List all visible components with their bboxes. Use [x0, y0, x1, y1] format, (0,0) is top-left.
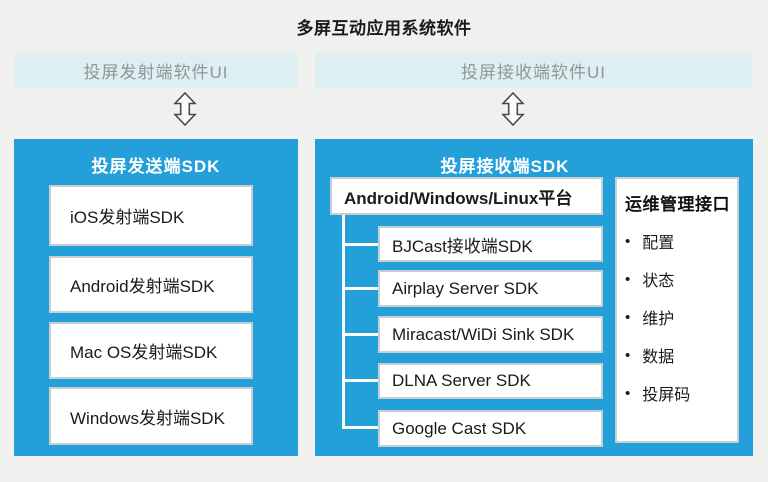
sdk-box-label: Google Cast SDK: [392, 418, 527, 438]
sdk-box-label: Mac OS发射端SDK: [70, 343, 218, 362]
ops-item-maintenance: • 维护: [625, 305, 737, 329]
platform-box: Android/Windows/Linux平台: [330, 177, 603, 215]
sdk-box-macos-sender: Mac OS发射端SDK: [49, 322, 253, 379]
bullet-icon: •: [625, 232, 631, 250]
sender-ui-banner-label: 投屏发射端软件UI: [83, 63, 229, 82]
tree-branch-line: [342, 333, 378, 336]
sdk-box-label: iOS发射端SDK: [70, 208, 185, 227]
ops-panel-title: 运维管理接口: [625, 195, 730, 214]
receiver-ui-banner-label: 投屏接收端软件UI: [461, 63, 606, 82]
ops-item-label: 投屏码: [642, 387, 691, 404]
bullet-icon: •: [625, 384, 631, 402]
sender-sdk-panel-title: 投屏发送端SDK: [91, 157, 221, 176]
ops-item-label: 状态: [642, 273, 675, 290]
updown-arrow-icon: [173, 92, 197, 126]
sdk-box-label: Android发射端SDK: [70, 277, 215, 296]
tree-branch-line: [342, 287, 378, 290]
sdk-box-windows-sender: Windows发射端SDK: [49, 387, 253, 445]
receiver-ui-banner: 投屏接收端软件UI: [315, 53, 752, 88]
tree-trunk-line: [342, 215, 345, 428]
platform-box-label: Android/Windows/Linux平台: [344, 188, 573, 208]
diagram-title: 多屏互动应用系统软件: [296, 19, 472, 38]
sdk-box-google-cast: Google Cast SDK: [378, 410, 603, 447]
sdk-box-label: Windows发射端SDK: [70, 408, 225, 428]
ops-item-data: • 数据: [625, 343, 737, 367]
ops-item-label: 数据: [642, 349, 675, 366]
sdk-box-dlna-server: DLNA Server SDK: [378, 363, 603, 399]
ops-management-panel: 运维管理接口 • 配置 • 状态 • 维护 • 数据 • 投屏码: [615, 177, 739, 443]
bullet-icon: •: [625, 308, 631, 326]
sdk-box-label: Miracast/WiDi Sink SDK: [392, 324, 575, 344]
sdk-box-label: DLNA Server SDK: [392, 371, 531, 390]
tree-branch-line: [342, 426, 378, 429]
bullet-icon: •: [625, 346, 631, 364]
ops-item-status: • 状态: [625, 267, 737, 291]
ops-item-label: 维护: [642, 311, 675, 328]
sender-sdk-panel: 投屏发送端SDK iOS发射端SDK Android发射端SDK Mac OS发…: [14, 139, 298, 456]
sdk-box-miracast-widi-sink: Miracast/WiDi Sink SDK: [378, 316, 603, 353]
tree-branch-line: [342, 379, 378, 382]
sdk-box-bjcast-receiver: BJCast接收端SDK: [378, 226, 603, 262]
updown-arrow-icon: [501, 92, 525, 126]
sdk-box-android-sender: Android发射端SDK: [49, 256, 253, 313]
bullet-icon: •: [625, 270, 631, 288]
sender-ui-banner: 投屏发射端软件UI: [14, 53, 298, 88]
ops-item-config: • 配置: [625, 229, 737, 253]
sdk-box-airplay-server: Airplay Server SDK: [378, 270, 603, 307]
receiver-sdk-panel: 投屏接收端SDK Android/Windows/Linux平台 BJCast接…: [315, 139, 753, 456]
sdk-box-label: BJCast接收端SDK: [392, 236, 533, 256]
sdk-box-ios-sender: iOS发射端SDK: [49, 185, 253, 246]
ops-item-cast-code: • 投屏码: [625, 381, 737, 405]
receiver-sdk-panel-title: 投屏接收端SDK: [440, 157, 570, 176]
tree-branch-line: [342, 243, 378, 246]
ops-item-label: 配置: [642, 235, 675, 252]
sdk-box-label: Airplay Server SDK: [392, 278, 539, 298]
